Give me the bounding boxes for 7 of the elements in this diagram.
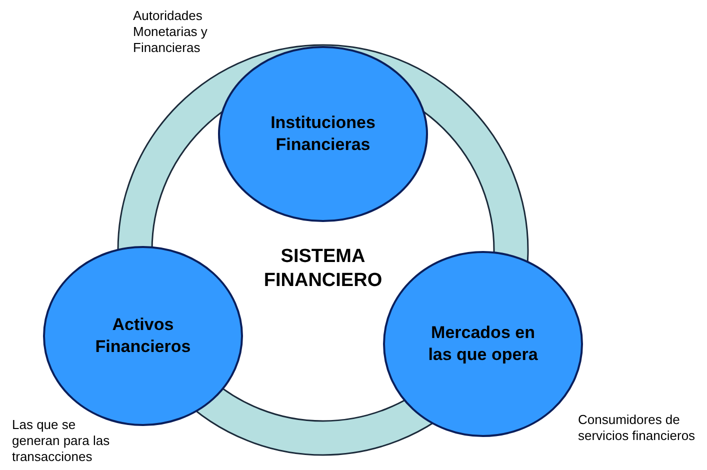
node-label: Instituciones Financieras (270, 112, 376, 156)
node-label: Mercados en las que opera (428, 322, 538, 366)
annotation-text: Consumidores de servicios financieros (578, 412, 696, 444)
annotation-text: Autoridades Monetarias y Financieras (133, 8, 208, 56)
annotation-text: Las que se generan para las transacciones (12, 417, 111, 465)
center-title: SISTEMA FINANCIERO (262, 245, 384, 293)
node-label: Activos Financieros (94, 314, 192, 358)
